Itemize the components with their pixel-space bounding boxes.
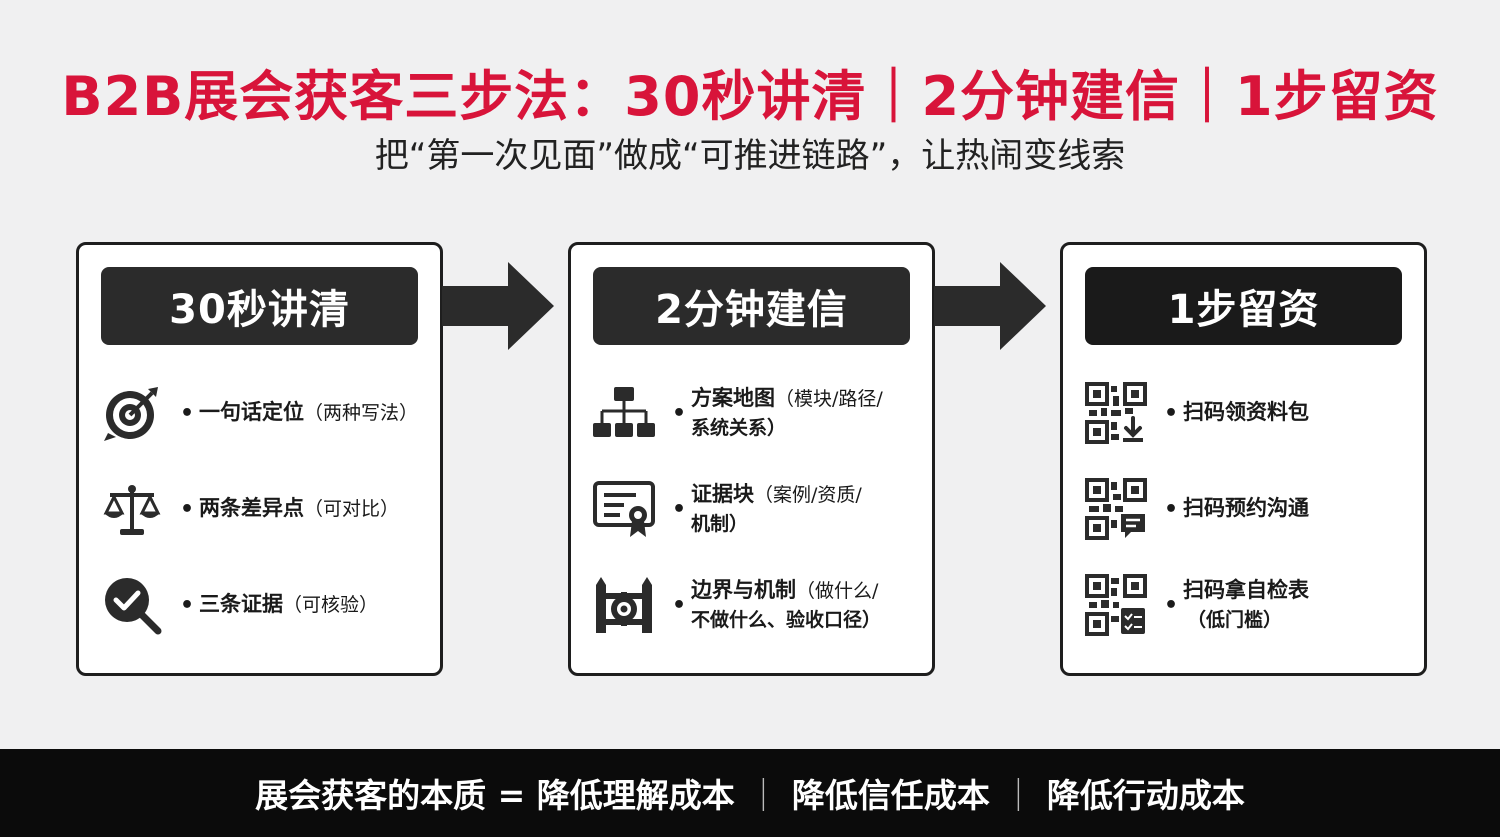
list-item: • 扫码拿自检表（低门槛）	[1083, 569, 1418, 641]
item-text: 两条差异点（可对比）	[199, 496, 400, 520]
certificate-icon	[591, 476, 657, 542]
item-text: 边界与机制（做什么/不做什么、验收口径）	[691, 577, 882, 631]
list-item: • 一句话定位（两种写法）	[99, 377, 434, 449]
list-item: • 证据块（案例/资质/机制）	[591, 473, 926, 545]
page-subtitle: 把“第一次见面”做成“可推进链路”，让热闹变线索	[374, 136, 1126, 176]
arrow-right-icon	[442, 262, 554, 350]
footer-part-3: 降低行动成本	[1046, 776, 1245, 815]
qr-chat-icon	[1083, 476, 1149, 542]
footer-part-2: 降低信任成本	[791, 776, 990, 815]
qr-download-icon	[1083, 380, 1149, 446]
footer-separator: ｜	[746, 776, 780, 815]
item-text: 扫码拿自检表（低门槛）	[1183, 577, 1309, 631]
bullet: •	[179, 496, 195, 522]
bullet: •	[671, 400, 687, 426]
bullet: •	[671, 496, 687, 522]
bullet: •	[1163, 400, 1179, 426]
footer-banner: 展会获客的本质 = 降低理解成本 ｜ 降低信任成本 ｜ 降低行动成本	[0, 749, 1500, 837]
footer-lead: 展会获客的本质 = 降低理解成本	[255, 776, 735, 815]
bullet: •	[179, 400, 195, 426]
step-header: 1步留资	[1085, 267, 1402, 345]
bullet: •	[179, 592, 195, 618]
list-item: • 两条差异点（可对比）	[99, 473, 434, 545]
list-item: • 方案地图（模块/路径/系统关系）	[591, 377, 926, 449]
bullet: •	[671, 592, 687, 618]
item-text: 扫码领资料包	[1183, 400, 1309, 424]
list-item: • 扫码预约沟通	[1083, 473, 1418, 545]
list-item: • 扫码领资料包	[1083, 377, 1418, 449]
scale-icon	[99, 476, 165, 542]
list-item: • 边界与机制（做什么/不做什么、验收口径）	[591, 569, 926, 641]
list-item: • 三条证据（可核验）	[99, 569, 434, 641]
step-panel-2: 2分钟建信 • 方案地图（模块/路径/系统关系）	[568, 242, 935, 676]
item-text: 方案地图（模块/路径/系统关系）	[691, 385, 883, 439]
item-text: 一句话定位（两种写法）	[199, 400, 419, 424]
step-header: 30秒讲清	[101, 267, 418, 345]
qr-checklist-icon	[1083, 572, 1149, 638]
item-text: 证据块（案例/资质/机制）	[691, 481, 862, 535]
bullet: •	[1163, 496, 1179, 522]
step-panel-1: 30秒讲清 • 一句话定位（两种写法）	[76, 242, 443, 676]
arrow-right-icon	[934, 262, 1046, 350]
item-text: 三条证据（可核验）	[199, 592, 379, 616]
sitemap-icon	[591, 380, 657, 446]
fence-gear-icon	[591, 572, 657, 638]
page-title: B2B展会获客三步法：30秒讲清｜2分钟建信｜1步留资	[61, 65, 1439, 128]
step-panel-3: 1步留资 • 扫码领资料包	[1060, 242, 1427, 676]
target-icon	[99, 380, 165, 446]
bullet: •	[1163, 592, 1179, 618]
item-text: 扫码预约沟通	[1183, 496, 1309, 520]
footer-separator: ｜	[1001, 776, 1035, 815]
step-header: 2分钟建信	[593, 267, 910, 345]
magnifier-check-icon	[99, 572, 165, 638]
